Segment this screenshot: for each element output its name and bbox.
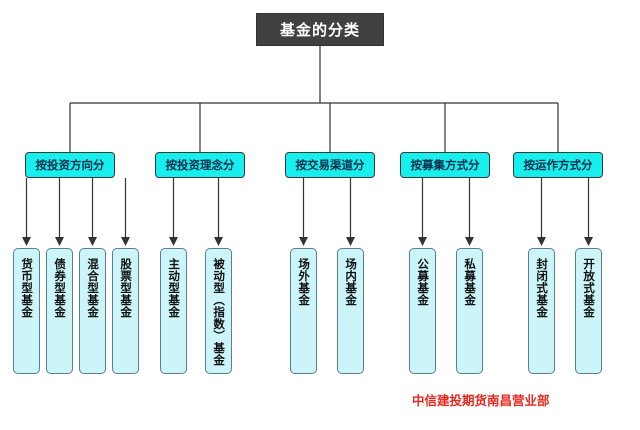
footer-credit: 中信建投期货南昌营业部 (412, 393, 550, 408)
leaf-node-open-end-fund[interactable]: 开放式基金 (575, 248, 602, 374)
leaf-node-label: 封闭式基金 (535, 258, 550, 318)
leaf-node-label: 货币型基金 (20, 258, 35, 318)
category-node-by-investment-philosophy[interactable]: 按投资理念分 (155, 152, 245, 178)
leaf-node-label: 公募基金 (416, 258, 431, 306)
root-node-fund-classification: 基金的分类 (256, 13, 384, 46)
category-node-by-investment-direction[interactable]: 按投资方向分 (25, 152, 115, 178)
leaf-node-label: 场外基金 (297, 258, 312, 306)
leaf-node-label: 被动型（指数）基金 (212, 258, 227, 366)
leaf-node-stock-fund[interactable]: 股票型基金 (112, 248, 139, 374)
leaf-node-label: 混合型基金 (86, 258, 101, 318)
category-node-label: 按交易渠道分 (295, 158, 365, 172)
leaf-node-money-fund[interactable]: 货币型基金 (13, 248, 40, 374)
category-node-label: 按募集方式分 (410, 158, 480, 172)
category-node-label: 按投资理念分 (165, 158, 235, 172)
leaf-node-label: 债券型基金 (53, 258, 68, 318)
category-node-by-raising-method[interactable]: 按募集方式分 (400, 152, 490, 178)
leaf-node-label: 主动型基金 (167, 258, 182, 318)
leaf-node-otc-fund[interactable]: 场外基金 (290, 248, 317, 374)
root-node-label: 基金的分类 (279, 21, 360, 39)
category-node-by-trading-channel[interactable]: 按交易渠道分 (285, 152, 375, 178)
leaf-node-mixed-fund[interactable]: 混合型基金 (79, 248, 106, 374)
leaf-node-closed-end-fund[interactable]: 封闭式基金 (528, 248, 555, 374)
leaf-node-exchange-fund[interactable]: 场内基金 (337, 248, 364, 374)
category-node-by-operation-method[interactable]: 按运作方式分 (513, 152, 603, 178)
leaf-node-private-fund[interactable]: 私募基金 (456, 248, 483, 374)
leaf-node-active-fund[interactable]: 主动型基金 (160, 248, 187, 374)
leaf-node-label: 开放式基金 (582, 258, 597, 318)
leaf-node-public-fund[interactable]: 公募基金 (409, 248, 436, 374)
category-node-label: 按运作方式分 (523, 158, 593, 172)
leaf-node-label: 场内基金 (344, 258, 359, 306)
leaf-node-label: 私募基金 (463, 258, 478, 306)
category-node-label: 按投资方向分 (35, 158, 105, 172)
leaf-node-label: 股票型基金 (119, 258, 134, 318)
leaf-node-bond-fund[interactable]: 债券型基金 (46, 248, 73, 374)
leaf-node-passive-fund[interactable]: 被动型（指数）基金 (205, 248, 232, 374)
